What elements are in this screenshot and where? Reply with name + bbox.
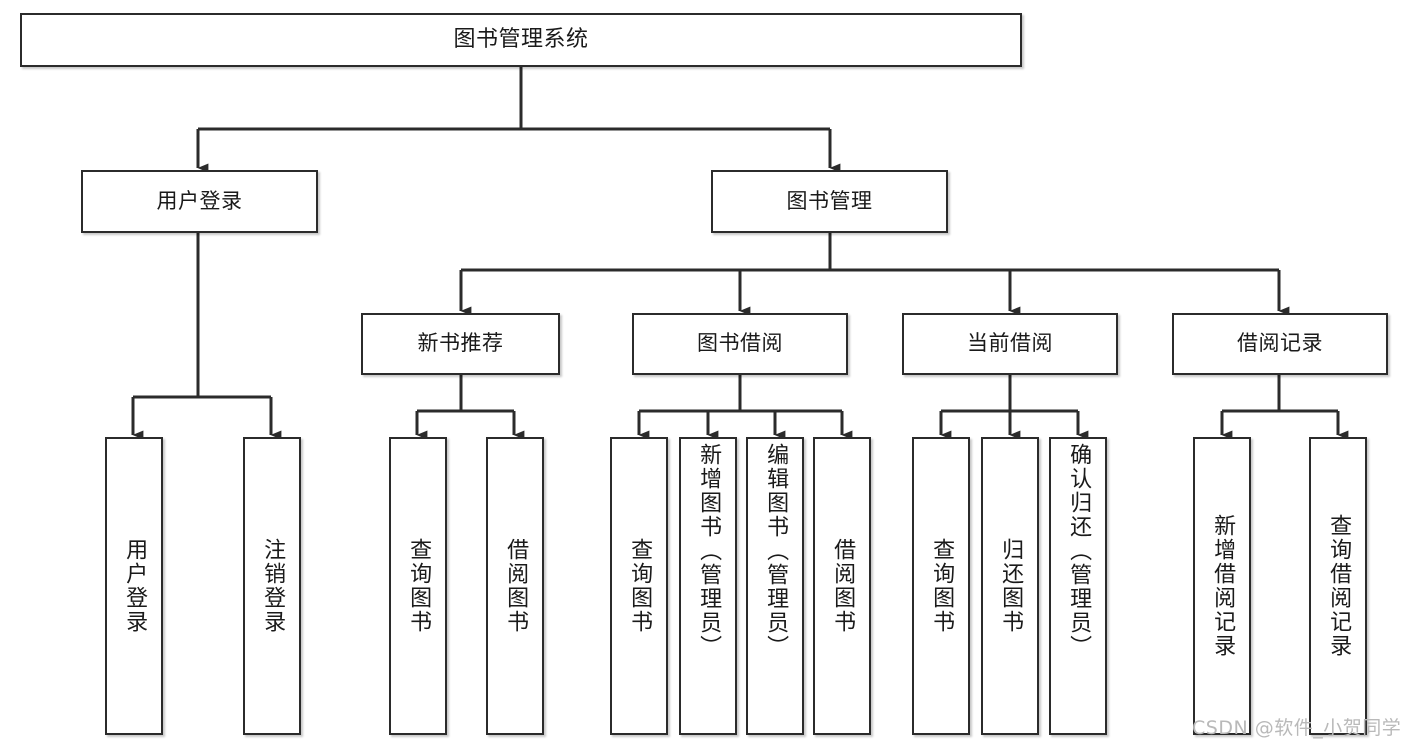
node-root-library-system[interactable]: 图书管理系统 — [20, 13, 1022, 67]
node-label: 查询图书 — [929, 538, 955, 634]
leaf-borrow-add-book-admin[interactable]: 新增图书（管理员） — [679, 437, 737, 735]
node-user-login[interactable]: 用户登录 — [81, 170, 318, 233]
node-label: 借阅图书 — [830, 538, 856, 634]
node-book-borrow[interactable]: 图书借阅 — [632, 313, 848, 375]
node-current-borrow[interactable]: 当前借阅 — [902, 313, 1118, 375]
node-label: 借阅图书 — [503, 538, 529, 634]
node-new-book-recommend[interactable]: 新书推荐 — [361, 313, 560, 375]
leaf-borrow-edit-book-admin[interactable]: 编辑图书（管理员） — [746, 437, 804, 735]
node-label: 用户登录 — [156, 188, 243, 213]
leaf-current-return-book[interactable]: 归还图书 — [981, 437, 1039, 735]
node-label: 用户登录 — [122, 538, 148, 634]
leaf-user-login-signin[interactable]: 用户登录 — [105, 437, 163, 735]
node-label: 归还图书 — [998, 538, 1024, 634]
node-label: 查询图书 — [406, 538, 432, 634]
node-label: 查询图书 — [627, 538, 653, 634]
node-label: 新增借阅记录 — [1210, 514, 1236, 658]
node-label: 图书管理系统 — [453, 26, 589, 52]
leaf-record-add-record[interactable]: 新增借阅记录 — [1193, 437, 1251, 735]
leaf-user-login-signout[interactable]: 注销登录 — [243, 437, 301, 735]
node-label: 当前借阅 — [967, 331, 1053, 356]
node-label: 新书推荐 — [417, 331, 504, 356]
node-book-management[interactable]: 图书管理 — [711, 170, 948, 233]
node-label: 新增图书（管理员） — [696, 443, 722, 659]
leaf-new-book-query[interactable]: 查询图书 — [389, 437, 447, 735]
leaf-record-query-record[interactable]: 查询借阅记录 — [1309, 437, 1367, 735]
node-label: 图书借阅 — [697, 331, 783, 356]
node-label: 图书管理 — [786, 188, 873, 213]
csdn-watermark: CSDN @软件_小贺同学 — [1192, 717, 1402, 739]
node-label: 注销登录 — [260, 538, 286, 634]
leaf-new-book-borrow[interactable]: 借阅图书 — [486, 437, 544, 735]
node-label: 查询借阅记录 — [1326, 514, 1352, 658]
leaf-borrow-borrow-book[interactable]: 借阅图书 — [813, 437, 871, 735]
leaf-current-confirm-return-admin[interactable]: 确认归还（管理员） — [1049, 437, 1107, 735]
node-label: 编辑图书（管理员） — [763, 443, 789, 659]
node-label: 借阅记录 — [1237, 331, 1323, 356]
leaf-borrow-query-book[interactable]: 查询图书 — [610, 437, 668, 735]
leaf-current-query-book[interactable]: 查询图书 — [912, 437, 970, 735]
node-label: 确认归还（管理员） — [1066, 443, 1092, 659]
node-borrow-record[interactable]: 借阅记录 — [1172, 313, 1388, 375]
